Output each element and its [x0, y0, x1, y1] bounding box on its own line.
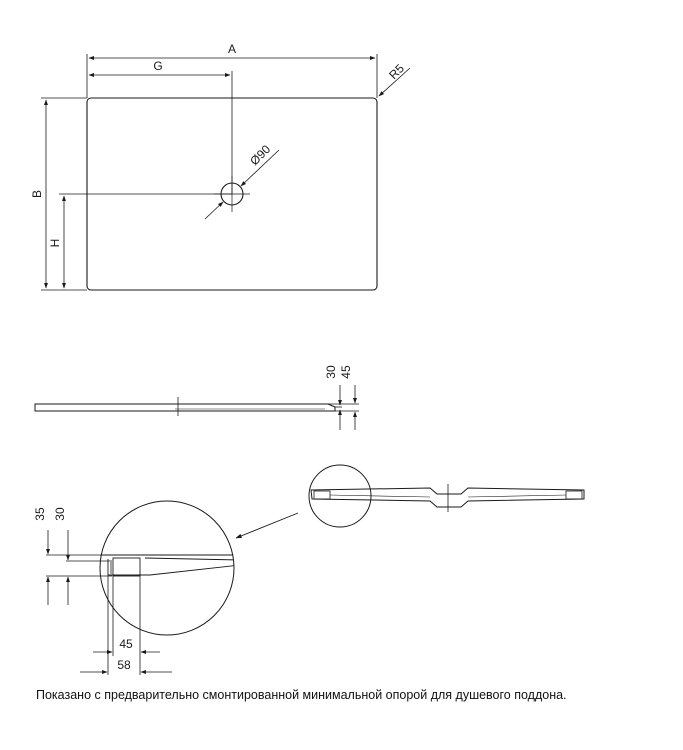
- dim-r5-label: R5: [386, 61, 407, 82]
- dim-r5-leader: [378, 67, 411, 97]
- detail-support-foot: [112, 557, 141, 577]
- section-view: [235, 464, 585, 539]
- dim-a-label: A: [228, 42, 236, 56]
- dim-58-label: 58: [117, 658, 131, 672]
- support-foot-right: [565, 490, 583, 500]
- dim-30-side-label: 30: [324, 365, 338, 379]
- detail-marker-circle: [308, 464, 372, 528]
- dim-35-label: 35: [33, 507, 47, 521]
- dim-30-detail-label: 30: [53, 507, 67, 521]
- side-view: 30 45: [34, 365, 359, 430]
- support-foot-left: [313, 490, 331, 500]
- dim-h-label: H: [48, 239, 62, 248]
- dim-45-side-label: 45: [339, 365, 353, 379]
- dim-drain-label: Ø90: [247, 142, 273, 168]
- dim-45-detail-label: 45: [119, 637, 133, 651]
- caption-text: Показано с предварительно смонтированной…: [36, 688, 567, 702]
- detail-view: 35 30 45 58: [33, 500, 235, 675]
- dim-b-label: B: [30, 190, 44, 198]
- top-view: A G R5 B H Ø90: [30, 42, 411, 291]
- detail-arrow: [235, 512, 299, 539]
- dim-g-label: G: [153, 59, 162, 73]
- tray-profile: [34, 403, 336, 412]
- section-tray-profile: [310, 487, 585, 508]
- dim-drain-leader: [204, 201, 224, 220]
- detail-circle: [99, 500, 235, 636]
